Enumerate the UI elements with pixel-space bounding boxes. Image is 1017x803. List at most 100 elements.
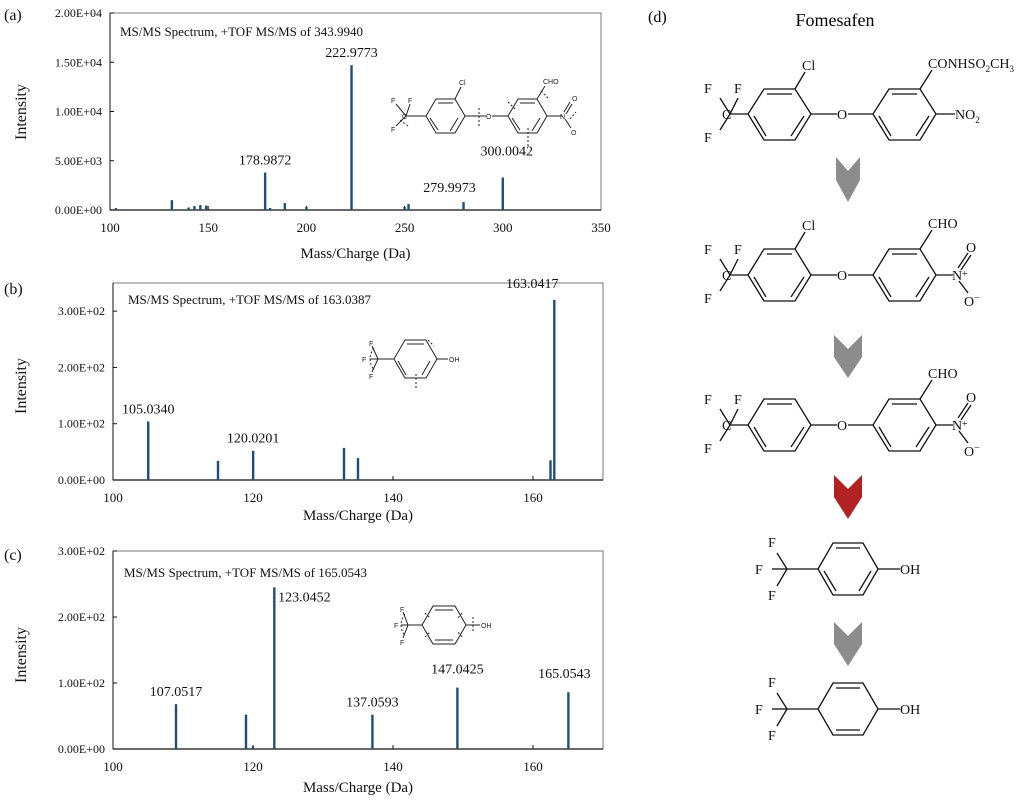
atom-label: O <box>964 295 974 310</box>
peak-label: 107.0517 <box>150 685 203 700</box>
spectrum-peak <box>187 207 190 210</box>
atom-label: O <box>837 269 847 284</box>
atom-label: F <box>369 341 373 348</box>
arrow-2 <box>834 335 862 378</box>
atom-label: F <box>734 82 742 97</box>
x-tick-label: 100 <box>100 220 120 235</box>
spectrum-panel-b: (b) MS/MS Spectrum, +TOF MS/MS of 163.038… <box>4 277 604 524</box>
panel-label: (c) <box>4 547 22 564</box>
x-tick-label: 200 <box>297 220 317 235</box>
spectrum-peak <box>251 746 255 749</box>
pathway-panel-d: (d) Fomesafen F F C F Cl <box>648 9 1015 744</box>
plot-frame <box>109 12 602 211</box>
atom-label: F <box>768 729 776 744</box>
atom-label: O <box>571 130 577 137</box>
spectrum-peak <box>553 299 556 480</box>
pathway-title: Fomesafen <box>796 10 875 30</box>
peak-label: 279.9973 <box>423 181 476 196</box>
x-axis-label: Mass/Charge (Da) <box>303 508 413 524</box>
y-tick-label: 0.00E+00 <box>55 203 102 217</box>
atom-label: O <box>486 114 492 121</box>
peak-label: 137.0593 <box>346 696 399 711</box>
atom-label: N <box>560 114 565 121</box>
plot-frame <box>112 282 604 481</box>
y-axis-label: Intensity <box>13 627 30 683</box>
inset-structure-a: F F F C Cl O CHO N O O <box>391 79 578 147</box>
y-tick-label: 1.00E+02 <box>58 676 105 690</box>
x-tick-label: 150 <box>198 220 218 235</box>
substituent-label: NO2 <box>955 108 980 125</box>
spectrum-peak <box>342 447 346 480</box>
spectrum-peak <box>283 203 286 210</box>
spectrum-panel-c: (c) MS/MS Spectrum, +TOF MS/MS of 165.054… <box>4 544 604 796</box>
x-tick-label: 100 <box>103 490 123 505</box>
y-tick-label: 2.00E+04 <box>55 6 102 20</box>
atom-label: OH <box>449 357 460 364</box>
spectrum-peak <box>567 692 570 749</box>
atom-label: F <box>768 676 776 691</box>
x-tick-label: 160 <box>523 759 543 774</box>
charge-label: + <box>962 419 968 430</box>
panel-label: (b) <box>4 281 23 298</box>
inset-structure-b: F F F OH <box>362 339 460 388</box>
atom-label: OH <box>481 623 492 630</box>
x-tick-label: 250 <box>395 220 415 235</box>
spectrum-peak <box>456 687 459 749</box>
y-tick-label: 0.00E+00 <box>58 473 105 487</box>
atom-label: CHO <box>543 79 559 86</box>
structure-intermediate-2: F F C F O CHO N + O O − <box>704 367 980 460</box>
spectrum-peak <box>170 200 174 210</box>
atom-label: O <box>964 445 974 460</box>
chart-title: MS/MS Spectrum, +TOF MS/MS of 163.0387 <box>128 292 371 307</box>
panel-label-d: (d) <box>648 9 667 26</box>
structure-intermediate-1: F F C F Cl O CHO N + O O − <box>704 217 980 310</box>
spectrum-peak <box>350 65 353 210</box>
chart-title: MS/MS Spectrum, +TOF MS/MS of 165.0543 <box>124 565 367 580</box>
plot-frame <box>112 550 604 750</box>
atom-label: F <box>362 357 366 364</box>
x-axis-label: Mass/Charge (Da) <box>300 246 410 262</box>
y-axis-label: Intensity <box>13 358 30 414</box>
spectrum-panel-a: (a)MS/MS Spectrum, +TOF MS/MS of 343.994… <box>4 6 611 262</box>
y-tick-label: 2.00E+02 <box>58 360 105 374</box>
charge-label: − <box>974 293 980 304</box>
atom-label: F <box>704 292 712 307</box>
atom-label: C <box>722 419 731 434</box>
atom-label: C <box>722 108 731 123</box>
atom-label: O <box>572 96 578 103</box>
peak-label: 222.9773 <box>325 46 378 61</box>
peak-label: 147.0425 <box>431 663 484 678</box>
spectrum-peak <box>356 458 360 480</box>
x-tick-label: 140 <box>383 759 403 774</box>
atom-label: N <box>952 269 962 284</box>
atom-label: F <box>755 703 763 718</box>
structure-fomesafen: F F C F Cl O CONHSO2CH3 NO2 <box>704 57 1015 146</box>
atom-label: F <box>734 393 742 408</box>
charge-label: + <box>962 269 968 280</box>
spectrum-peak <box>216 460 220 480</box>
x-tick-label: 100 <box>103 759 123 774</box>
spectrum-peak <box>501 177 505 210</box>
spectrum-peak <box>268 208 272 210</box>
y-tick-label: 0.00E+00 <box>58 742 105 756</box>
y-tick-label: 3.00E+02 <box>58 544 105 558</box>
spectrum-peak <box>549 460 552 480</box>
spectrum-peak <box>205 205 208 210</box>
spectrum-peak <box>114 208 118 210</box>
spectrum-peak <box>263 172 267 210</box>
spectrum-peak <box>244 714 248 749</box>
spectrum-peak <box>273 587 276 749</box>
spectrum-peak <box>462 202 465 210</box>
atom-label: Cl <box>802 59 815 74</box>
structure-cyclohexadienol: F F F OH <box>755 676 920 744</box>
spectrum-peak <box>403 207 406 210</box>
substituent-label: CHO <box>928 217 958 232</box>
spectrum-peak <box>147 421 150 480</box>
peak-label: 165.0543 <box>538 667 591 682</box>
atom-label: C <box>402 114 407 121</box>
x-tick-label: 350 <box>591 220 611 235</box>
peak-label: 300.0042 <box>481 144 534 159</box>
peak-label: 163.0417 <box>506 277 559 292</box>
y-tick-label: 5.00E+03 <box>55 154 102 168</box>
